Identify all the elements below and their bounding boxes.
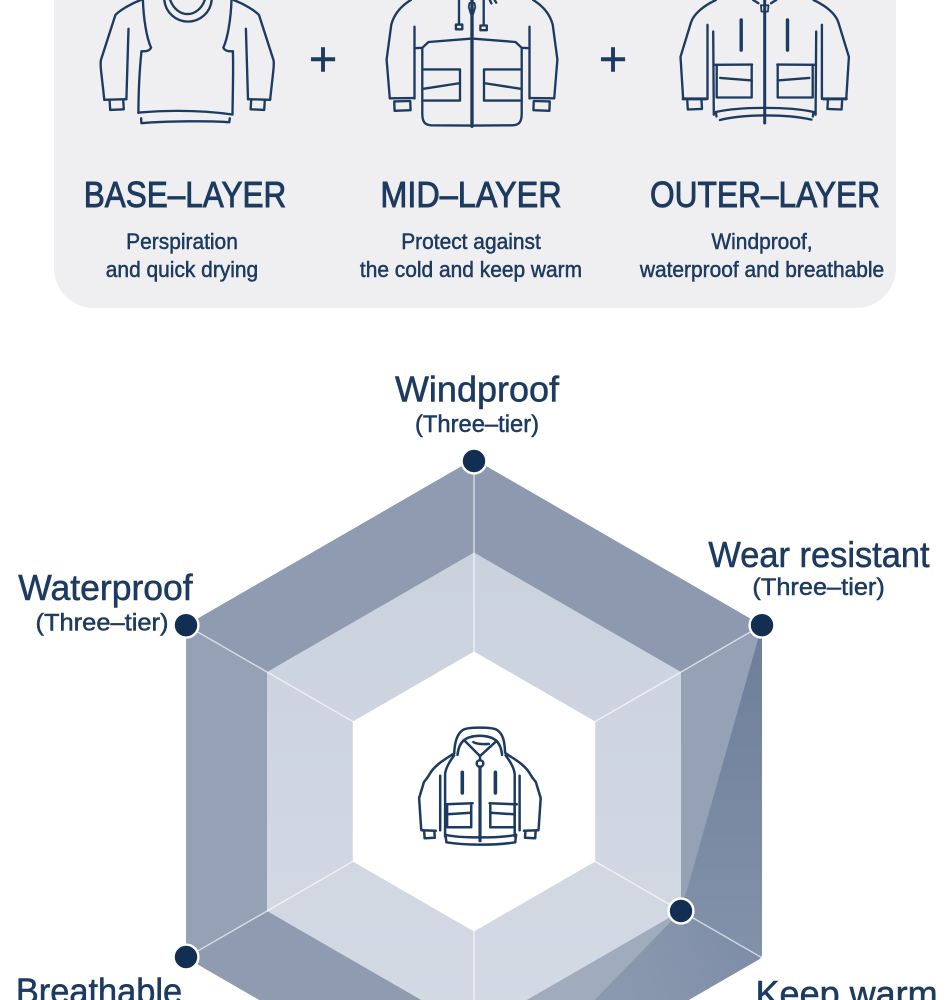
svg-text:(Three–tier): (Three–tier) xyxy=(35,609,168,636)
svg-text:Keep warm: Keep warm xyxy=(756,973,938,1000)
svg-text:Windproof: Windproof xyxy=(395,369,560,410)
svg-text:(Three–tier): (Three–tier) xyxy=(415,411,539,438)
svg-text:Wear resistant: Wear resistant xyxy=(708,535,929,575)
svg-text:(Three–tier): (Three–tier) xyxy=(752,573,884,601)
svg-text:Breathable: Breathable xyxy=(16,972,182,1000)
svg-text:Waterproof: Waterproof xyxy=(18,568,192,608)
